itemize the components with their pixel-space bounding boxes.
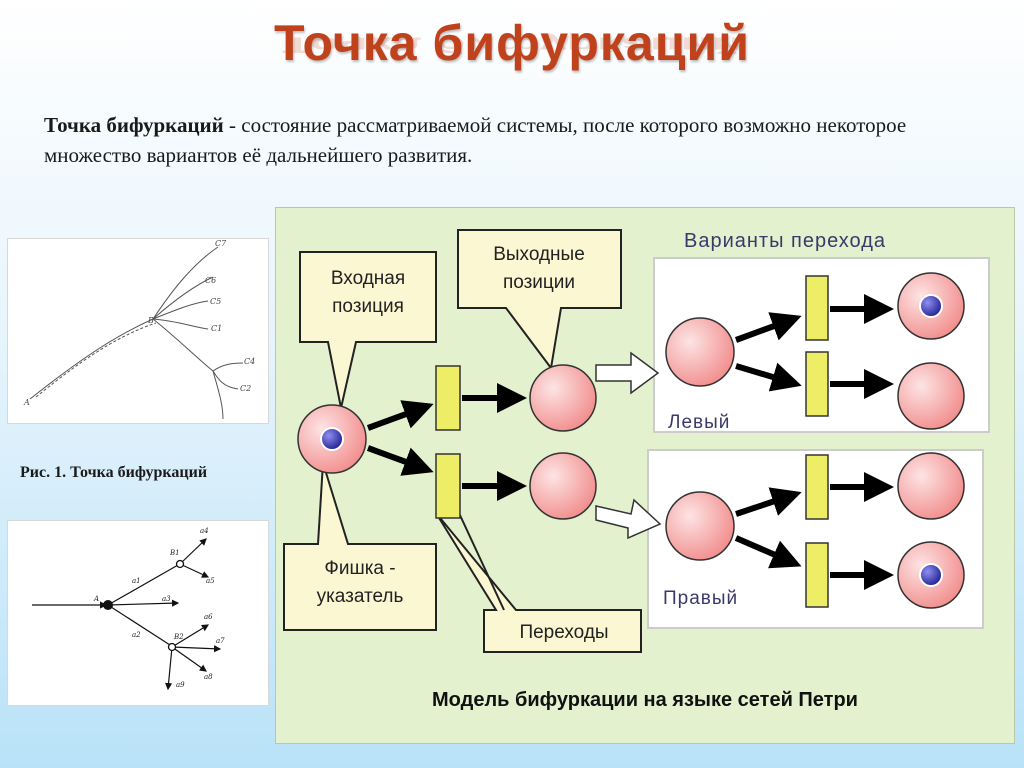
variants-title: Варианты перехода: [684, 230, 886, 252]
graph-label-a8: a8: [204, 673, 213, 681]
token-callout: [283, 462, 437, 631]
sketch-label-a: A: [23, 398, 30, 407]
branch-c7: [152, 246, 219, 320]
token-input: [320, 427, 344, 451]
node-a: [103, 600, 113, 610]
definition-term: Точка бифуркаций: [44, 113, 224, 137]
left-variant-label: Левый: [668, 412, 730, 433]
branch-c6: [152, 276, 214, 320]
bifurcation-sketch: A B C7 C6 C5 C1 C4 C2: [7, 238, 269, 424]
sketch-label-c5: C5: [210, 297, 221, 306]
input-callout-line2: позиция: [332, 296, 404, 317]
graph-label-a4: a4: [200, 527, 209, 535]
edge-b1-right: [179, 563, 210, 578]
transitions-callout-pointer: [458, 512, 505, 611]
edge-b2-down: [171, 646, 207, 672]
graph-label-a2: a2: [132, 631, 141, 639]
transfer-arrow-right: [595, 498, 662, 540]
graph-label-a9: a9: [176, 681, 185, 689]
petri-caption: Модель бифуркации на языке сетей Петри: [432, 689, 858, 711]
graph-label-b1: B1: [169, 549, 180, 557]
definition-text: - состояние рассматриваемой системы, пос…: [44, 113, 907, 167]
input-callout-line1: Входная: [331, 268, 405, 289]
petri-net-panel: Варианты перехода Левый Правый Входная п…: [275, 207, 1015, 744]
arc-lv-tl1: [734, 312, 802, 343]
sketch-label-c2: C2: [240, 384, 251, 393]
transition-right-1: [805, 454, 829, 520]
figure-caption: Рис. 1. Точка бифуркаций: [20, 464, 208, 481]
transition-t2: [435, 453, 461, 519]
main-trunk-curve: [29, 318, 154, 400]
branch-c2: [212, 370, 239, 390]
sketch-label-c7: C7: [215, 239, 227, 248]
branch-c1: [152, 318, 209, 330]
graph-label-a5: a5: [206, 577, 215, 585]
node-b1: [175, 559, 185, 569]
branching-graph-diagram: A B1 B2 a1 a2 a3 a4 a5 a6 a7 a8 a9: [32, 527, 225, 691]
transitions-callout: [435, 512, 642, 653]
token-left-out-1: [919, 294, 943, 318]
transfer-arrow-left: [595, 351, 660, 395]
sketch-label-c1: C1: [211, 324, 222, 333]
graph-label-a1: a1: [132, 577, 141, 585]
sketch-label-c6: C6: [205, 276, 216, 285]
graph-label-a: A: [93, 595, 99, 603]
place-left-out-2: [897, 362, 965, 430]
arc-lv-tl2: [735, 362, 802, 392]
branch-bottom: [212, 370, 224, 420]
petri-net-diagram: Варианты перехода Левый Правый Входная п…: [283, 229, 990, 711]
edge-a2: [107, 604, 171, 646]
branch-c4: [212, 362, 244, 372]
edge-a1: [107, 564, 179, 606]
branching-graph: A B1 B2 a1 a2 a3 a4 a5 a6 a7 a8 a9: [7, 520, 269, 706]
sketch-label-c4: C4: [244, 357, 255, 366]
sketch-label-b: B: [147, 316, 154, 325]
place-output-2: [529, 452, 597, 520]
arc-input-t2: [366, 445, 434, 476]
transition-t1: [435, 365, 461, 431]
arc-input-t1: [366, 400, 434, 431]
place-right-variant: [665, 491, 735, 561]
arc-rv-tr2: [734, 535, 802, 569]
transition-left-1: [805, 275, 829, 341]
edge-b2-up: [171, 624, 210, 648]
right-variant-label: Правый: [663, 588, 738, 609]
graph-label-b2: B2: [173, 633, 184, 641]
token-callout-line2: указатель: [317, 586, 404, 607]
page-title: Точка бифуркаций: [274, 15, 750, 71]
input-place-callout: [299, 251, 437, 409]
trunk-dashed-curve: [35, 322, 157, 398]
arc-rv-tr1: [735, 487, 802, 517]
definition: Точка бифуркаций - состояние рассматрива…: [44, 110, 944, 170]
place-output-1: [529, 364, 597, 432]
transition-right-2: [805, 542, 829, 608]
transition-left-2: [805, 351, 829, 417]
edge-a3: [107, 599, 180, 607]
place-left-variant: [665, 317, 735, 387]
edge-b2-bottom: [164, 646, 173, 691]
transitions-callout-text: Переходы: [519, 622, 608, 643]
token-right-out-2: [919, 563, 943, 587]
output-callout-line2: позиции: [503, 272, 575, 293]
bifurcation-curve-diagram: A B C7 C6 C5 C1 C4 C2: [23, 239, 255, 420]
branch-c5: [152, 300, 209, 320]
node-b2: [167, 642, 177, 652]
branch-lower: [152, 318, 214, 372]
edge-b1-up: [179, 538, 207, 565]
graph-label-a6: a6: [204, 613, 213, 621]
graph-label-a3: a3: [162, 595, 171, 603]
output-callout-line1: Выходные: [493, 244, 585, 265]
output-places-callout: [457, 229, 622, 371]
token-callout-line1: Фишка -: [324, 558, 395, 579]
graph-label-a7: a7: [216, 637, 225, 645]
place-right-out-1: [897, 452, 965, 520]
edge-b2-right: [171, 645, 222, 653]
